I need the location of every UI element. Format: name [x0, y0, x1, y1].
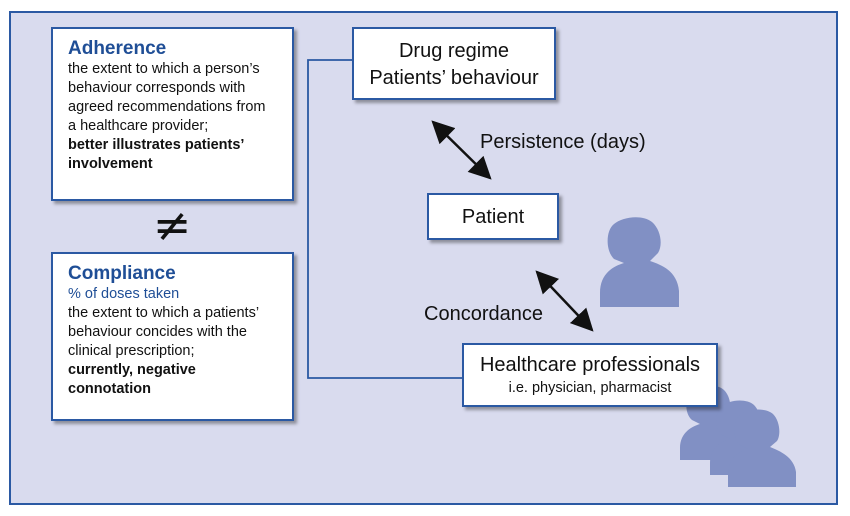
healthcare-subtitle: i.e. physician, pharmacist [508, 380, 672, 396]
adherence-bold-line: involvement [68, 156, 153, 172]
concordance-arrow [535, 270, 594, 332]
compliance-line: behaviour concides with the [68, 324, 247, 340]
adherence-bold-line: better illustrates patients’ [68, 137, 245, 153]
compliance-box: Compliance % of doses taken the extent t… [51, 252, 294, 421]
drug-regime-box: Drug regime Patients’ behaviour [352, 27, 556, 100]
compliance-line: clinical prescription; [68, 343, 195, 359]
patient-box: Patient [427, 193, 559, 240]
persistence-label: Persistence (days) [480, 131, 646, 153]
drug-regime-line: Patients’ behaviour [369, 67, 539, 89]
adherence-box: Adherence the extent to which a person’s… [51, 27, 294, 201]
adherence-line: the extent to which a person’s [68, 61, 260, 77]
not-equal-symbol: ≠ [152, 198, 192, 252]
adherence-line: a healthcare provider; [68, 118, 209, 134]
adherence-title: Adherence [68, 38, 167, 59]
healthcare-box: Healthcare professionals i.e. physician,… [462, 343, 718, 407]
compliance-bold-line: currently, negative [68, 362, 196, 378]
healthcare-title: Healthcare professionals [479, 354, 701, 376]
compliance-line: the extent to which a patients’ [68, 305, 260, 321]
adherence-line: agreed recommendations from [68, 99, 266, 115]
group-icon [680, 385, 796, 487]
person-icon [600, 217, 679, 307]
compliance-subtitle: % of doses taken [68, 286, 180, 302]
concordance-label: Concordance [424, 303, 543, 325]
patient-label: Patient [461, 206, 525, 228]
adherence-line: behaviour corresponds with [68, 80, 246, 96]
persistence-arrow [431, 120, 492, 180]
bracket-connector [307, 59, 462, 379]
compliance-title: Compliance [68, 263, 176, 284]
drug-regime-line: Drug regime [398, 40, 510, 62]
compliance-bold-line: connotation [68, 381, 151, 397]
